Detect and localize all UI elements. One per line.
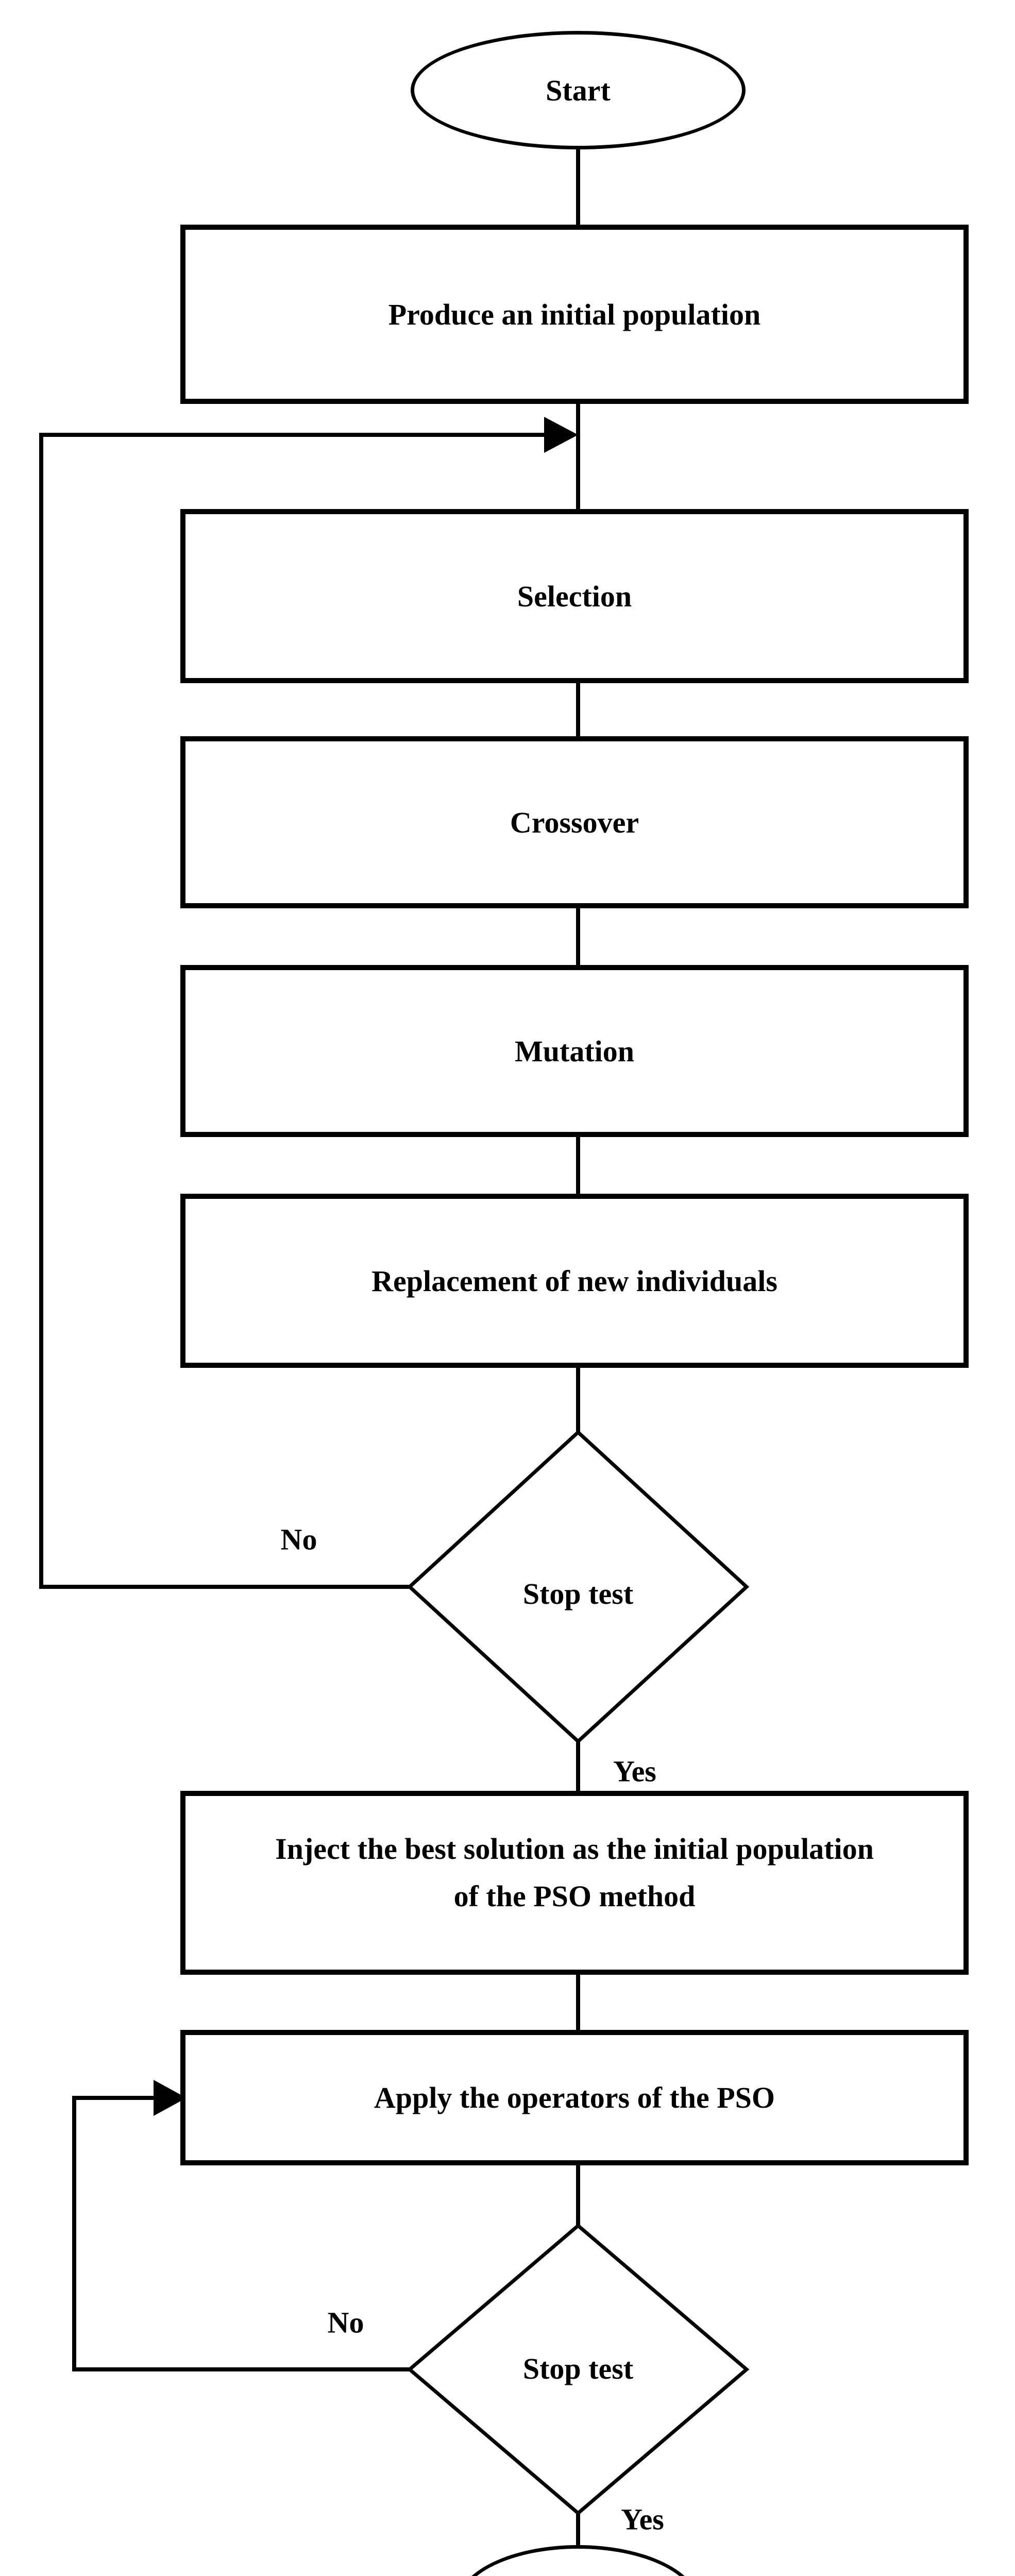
process-apply-pso-operators-label: Apply the operators of the PSO (374, 2081, 775, 2114)
terminator-start: Start (411, 31, 746, 149)
process-produce-initial-population: Produce an initial population (180, 225, 969, 404)
decision-diamond-stop-test-ga (407, 1430, 750, 1744)
edge-label-yes-pso: Yes (621, 2502, 664, 2536)
decision-stop-test-ga-label-wrap: Stop test (424, 1575, 733, 1612)
process-inject-best-solution: Inject the best solution as the initial … (180, 1791, 969, 1975)
decision-stop-test-ga-label: Stop test (522, 1577, 634, 1611)
process-crossover: Crossover (180, 736, 969, 908)
process-produce-initial-population-label: Produce an initial population (388, 297, 761, 331)
terminator-start-label: Start (546, 73, 611, 107)
arrowhead-loop1-into-main-line (544, 417, 578, 453)
process-apply-pso-operators: Apply the operators of the PSO (180, 2030, 969, 2165)
process-selection-label: Selection (517, 579, 632, 613)
process-crossover-label: Crossover (510, 805, 639, 839)
process-inject-best-solution-line2: of the PSO method (453, 1879, 696, 1913)
process-mutation: Mutation (180, 965, 969, 1137)
decision-stop-test-pso-label: Stop test (522, 2351, 634, 2385)
edge-label-no-pso: No (327, 2306, 364, 2340)
process-inject-best-solution-line1: Inject the best solution as the initial … (275, 1832, 874, 1866)
process-mutation-label: Mutation (515, 1034, 634, 1068)
loop-edge-stoptest1-no (39, 433, 544, 1589)
edge-label-yes-ga: Yes (613, 1754, 656, 1788)
loop-edge-stoptest2-no (72, 2096, 410, 2371)
decision-diamond-stop-test-pso (407, 2223, 750, 2516)
process-replacement-label: Replacement of new individuals (371, 1264, 777, 1298)
decision-stop-test-pso-label-wrap: Stop test (424, 2350, 733, 2386)
process-replacement: Replacement of new individuals (180, 1194, 969, 1368)
edge-label-no-ga: No (280, 1522, 317, 1556)
process-selection: Selection (180, 509, 969, 683)
arrowhead-loop2-into-apply-box (154, 2080, 187, 2116)
